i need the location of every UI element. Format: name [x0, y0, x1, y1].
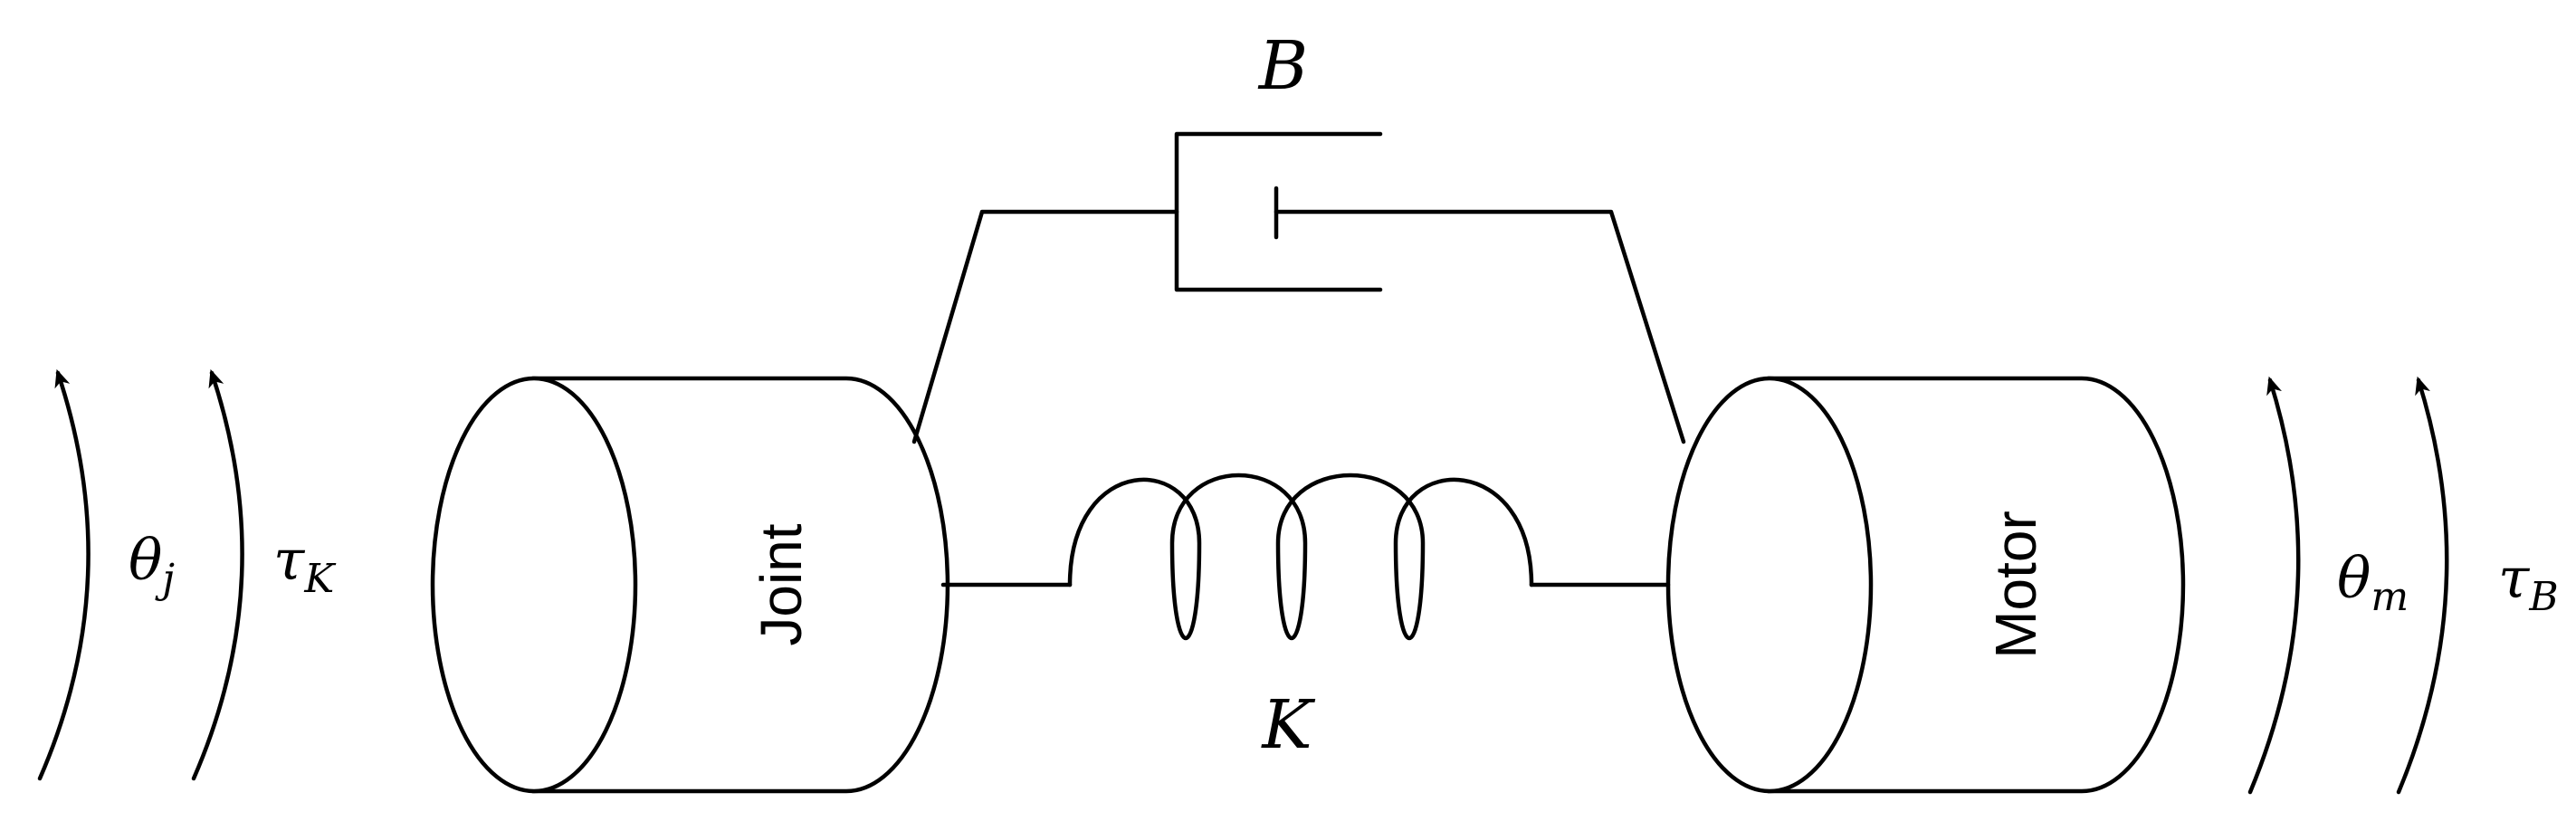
- tau-b-label: τB: [2498, 545, 2559, 620]
- tau-k-subscript: K: [303, 556, 336, 602]
- tau-b-base: τ: [2498, 545, 2531, 611]
- damper-symbol: B: [1257, 27, 1308, 105]
- tau-b-arrow: [2396, 376, 2449, 795]
- theta-j-arrow: [37, 368, 91, 781]
- motor-label: Motor: [1983, 511, 2048, 659]
- damper: [911, 131, 1686, 444]
- spring: [940, 473, 1671, 641]
- tau-k-label: τK: [273, 527, 336, 602]
- joint-label: Joint: [749, 523, 814, 645]
- tau-b-subscript: B: [2528, 574, 2558, 620]
- theta-m-subscript: m: [2371, 574, 2409, 620]
- motor-cylinder: Motor: [1665, 376, 2186, 794]
- theta-m-base: θ: [2337, 545, 2371, 611]
- spring-symbol: K: [1260, 686, 1315, 764]
- theta-j-base: θ: [129, 527, 162, 593]
- tau-k-base: τ: [273, 527, 306, 593]
- theta-m-label: θm: [2337, 545, 2409, 620]
- theta-m-arrow: [2247, 376, 2301, 795]
- tau-k-arrow: [191, 368, 244, 781]
- joint-cylinder: Joint: [430, 376, 950, 794]
- theta-j-label: θj: [129, 527, 175, 602]
